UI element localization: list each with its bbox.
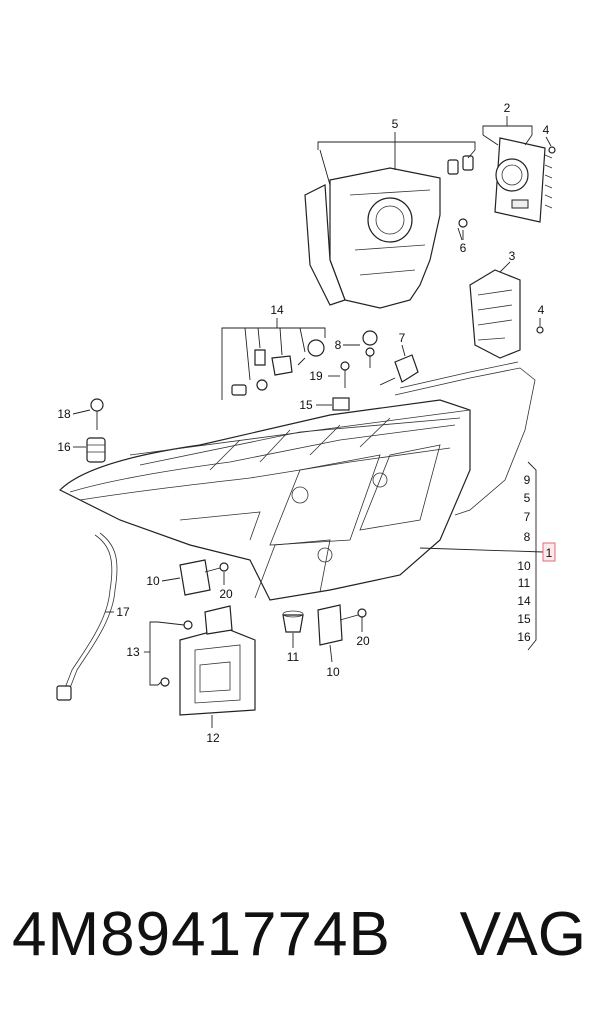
headlight-exploded-diagram: 5 2 4 6 3 4 14 8 7 19 15 18 16 17 10 20 … <box>56 101 556 745</box>
callout-19: 19 <box>309 369 323 383</box>
callout-18: 18 <box>57 407 71 421</box>
lower-parts-group <box>56 532 367 716</box>
callout-3: 3 <box>509 249 516 263</box>
callout-16: 16 <box>57 440 71 454</box>
list-item-15: 15 <box>517 612 531 626</box>
list-item-7: 7 <box>524 510 531 524</box>
callout-20-left: 20 <box>219 587 233 601</box>
callout-4-lower: 4 <box>538 303 545 317</box>
callout-12: 12 <box>206 731 220 745</box>
brand-name: VAG <box>459 900 586 969</box>
part-number: 4M8941774B <box>12 900 391 969</box>
headlight-housing <box>58 399 471 601</box>
callout-13: 13 <box>126 645 140 659</box>
callout-20-right: 20 <box>356 634 370 648</box>
callout-6: 6 <box>460 241 467 255</box>
callout-5: 5 <box>392 117 399 131</box>
callout-10-left: 10 <box>146 574 160 588</box>
callout-11: 11 <box>287 650 300 664</box>
leader-lines <box>72 116 552 728</box>
callout-1: 1 <box>546 546 553 560</box>
small-parts-group <box>86 330 419 463</box>
housing-gasket <box>394 361 536 516</box>
callout-14: 14 <box>270 303 284 317</box>
list-item-11: 11 <box>518 576 531 590</box>
part-5-module <box>304 155 474 309</box>
footer: 4M8941774B VAG <box>0 895 600 975</box>
list-item-9: 9 <box>524 473 531 487</box>
callout-4-upper: 4 <box>543 123 550 137</box>
callout-labels: 5 2 4 6 3 4 14 8 7 19 15 18 16 17 10 20 … <box>57 101 556 745</box>
callout-1-highlight[interactable]: 1 <box>542 542 556 562</box>
callout-15: 15 <box>299 398 313 412</box>
list-item-8: 8 <box>524 530 531 544</box>
list-item-5: 5 <box>524 491 531 505</box>
callout-17: 17 <box>116 605 130 619</box>
list-item-14: 14 <box>517 594 531 608</box>
part-3-module <box>469 269 544 359</box>
part-2-control-unit <box>494 137 556 223</box>
list-item-10: 10 <box>517 559 531 573</box>
callout-8: 8 <box>335 338 342 352</box>
callout-7: 7 <box>399 331 406 345</box>
callout-2: 2 <box>504 101 511 115</box>
callout-10-right: 10 <box>326 665 340 679</box>
list-item-16: 16 <box>517 630 531 644</box>
